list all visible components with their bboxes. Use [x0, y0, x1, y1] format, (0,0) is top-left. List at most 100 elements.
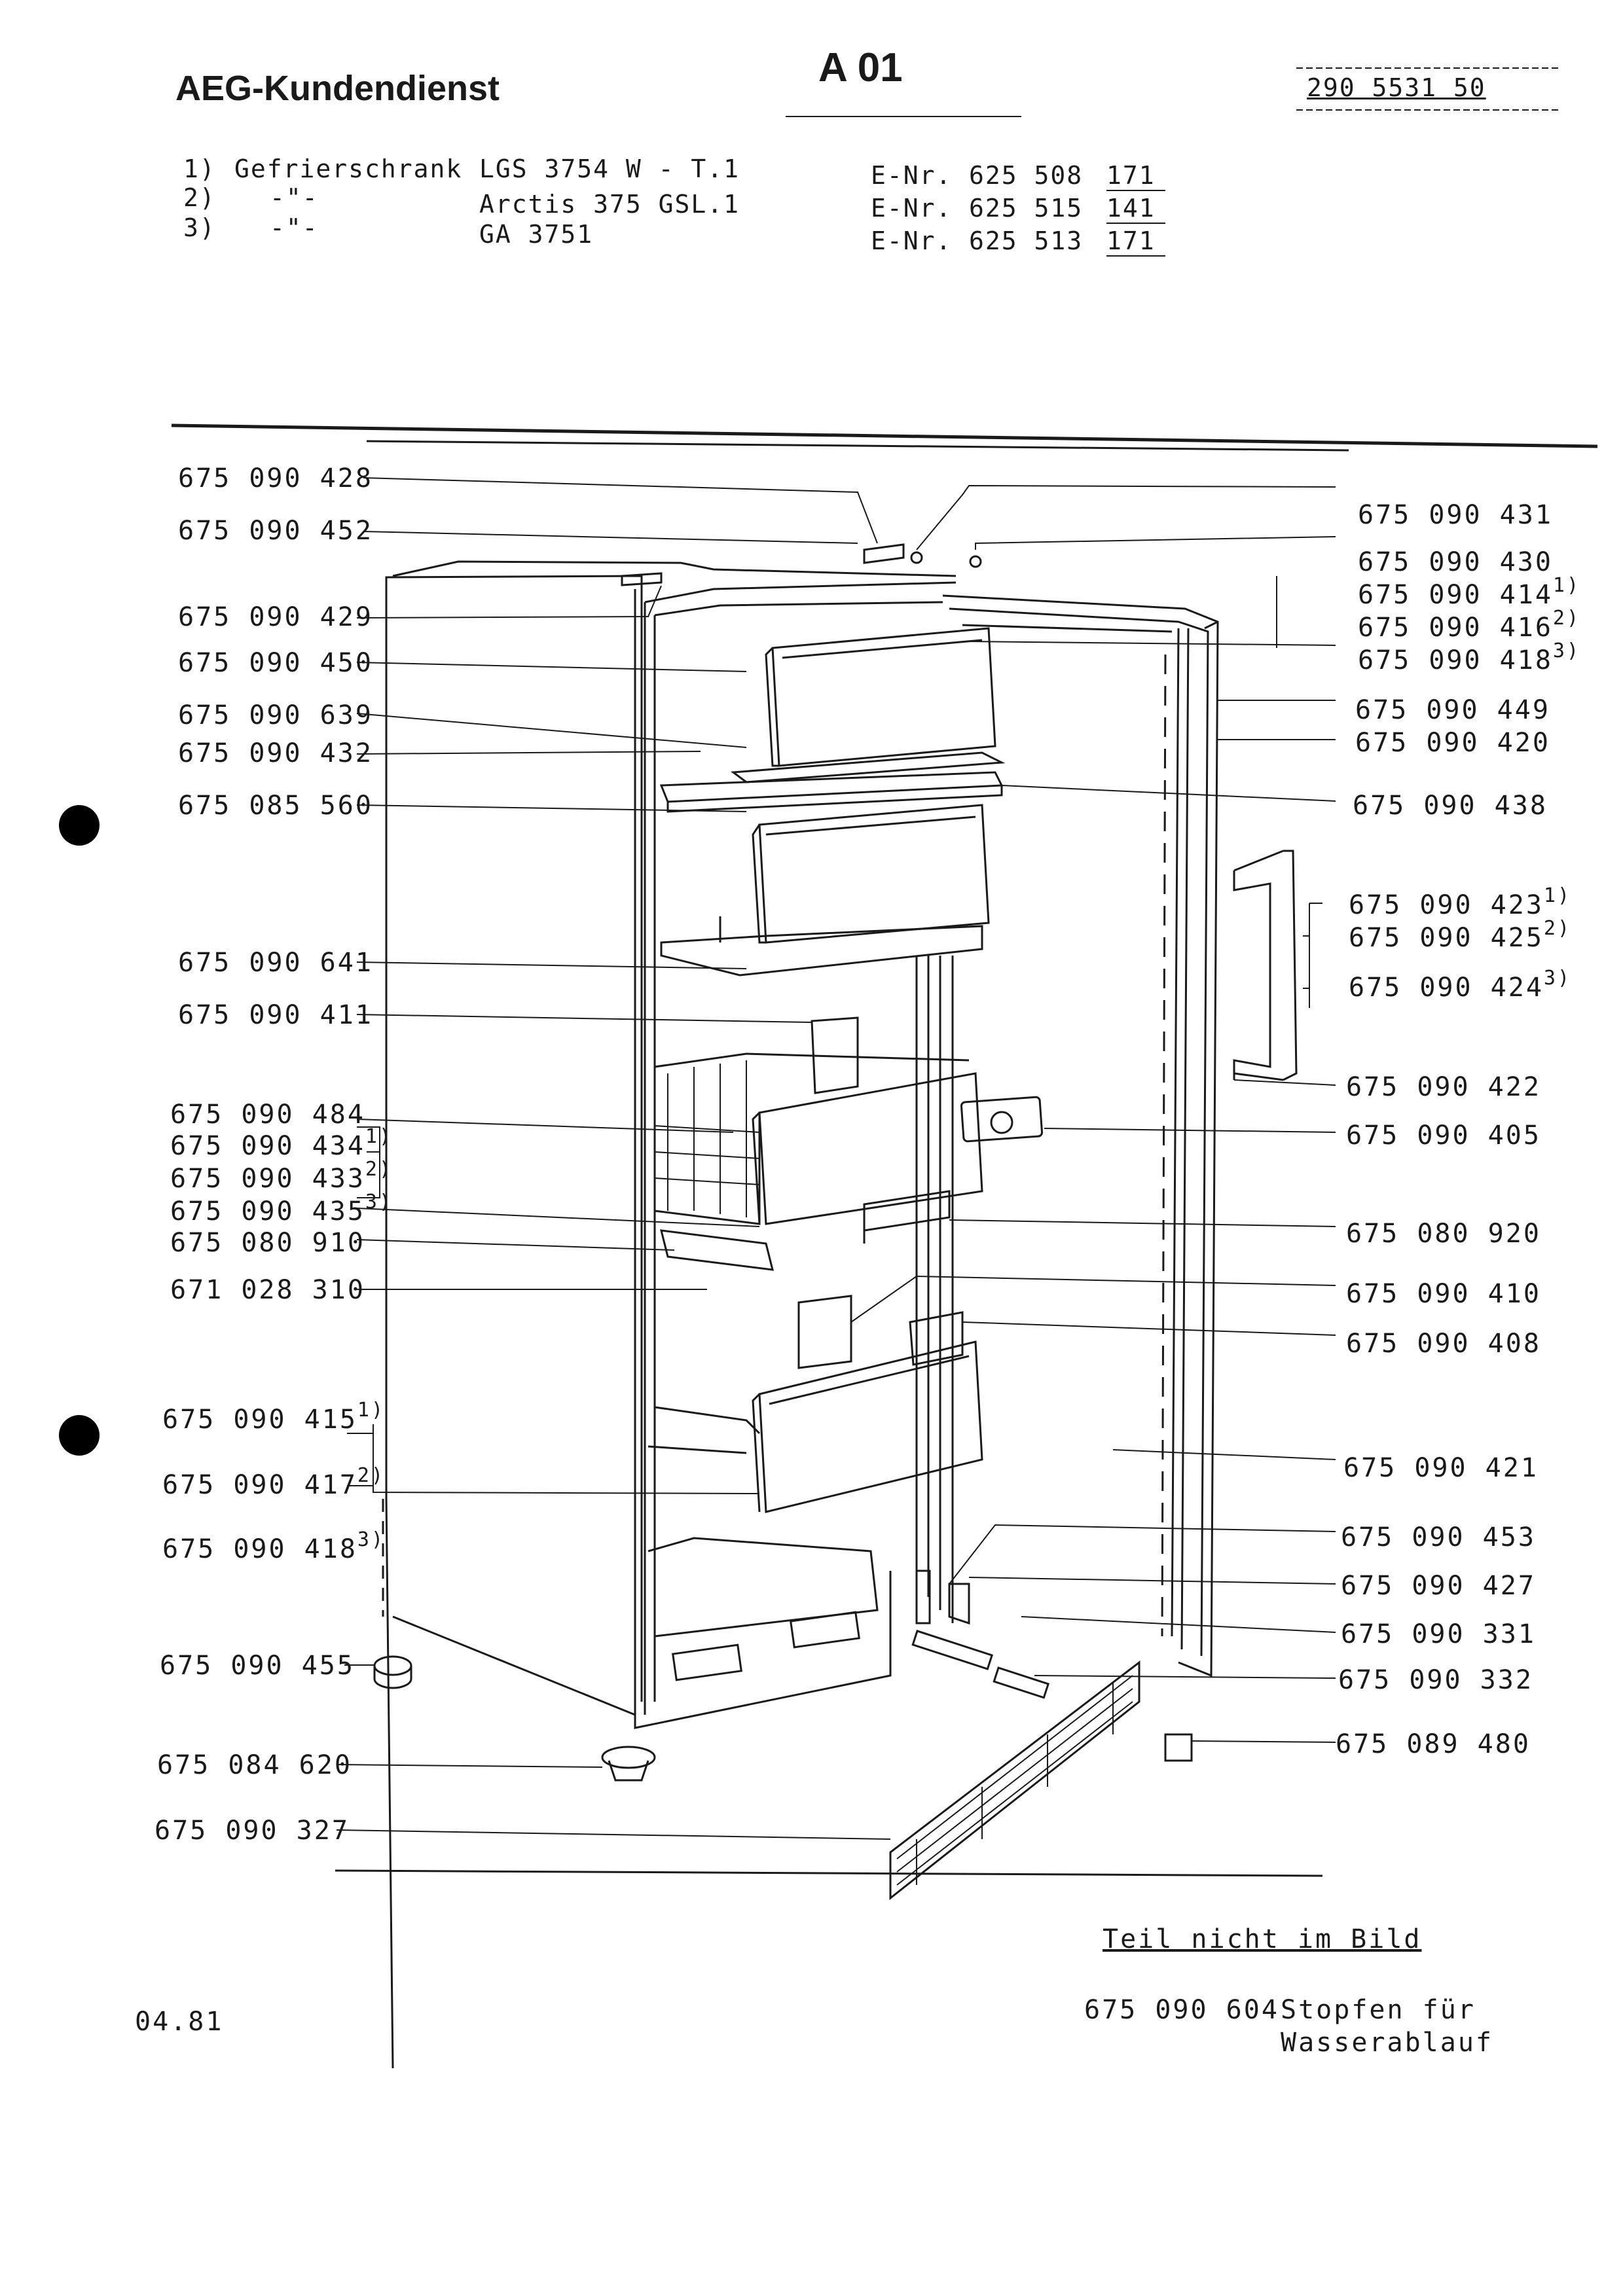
part-number-label: 675 090 411	[178, 1000, 373, 1030]
part-number: 675 090 425	[1349, 923, 1544, 953]
part-number-label: 675 090 422	[1346, 1072, 1541, 1102]
part-number: 675 089 480	[1336, 1729, 1531, 1759]
e-nr-label: E-Nr.	[871, 194, 953, 223]
variant-marker: 3)	[365, 1191, 393, 1213]
punch-hole-top	[59, 805, 100, 846]
part-number: 675 090 639	[178, 700, 373, 730]
part-number-label: 675 090 4231)	[1349, 884, 1571, 920]
part-number: 675 090 410	[1346, 1279, 1541, 1309]
part-number: 675 090 453	[1341, 1522, 1536, 1552]
part-number-label: 675 080 920	[1346, 1219, 1541, 1249]
not-pictured-description: Stopfen für	[1281, 1995, 1476, 2025]
part-number: 675 090 427	[1341, 1571, 1536, 1601]
part-number-label: 675 090 428	[178, 463, 373, 493]
part-number-label: 675 090 429	[178, 602, 373, 632]
model-name: GA 3751	[479, 220, 594, 249]
variant-marker: 1)	[365, 1125, 393, 1148]
part-number-label: 675 080 910	[170, 1228, 365, 1258]
part-number-label: 675 090 332	[1338, 1665, 1533, 1695]
part-number: 675 090 411	[178, 1000, 373, 1030]
part-number-label: 675 090 4151)	[162, 1399, 385, 1435]
part-number: 675 090 416	[1358, 613, 1553, 643]
part-number: 675 090 415	[162, 1405, 357, 1435]
part-number-label: 675 089 480	[1336, 1729, 1531, 1759]
variant-marker: 3)	[1552, 639, 1581, 662]
e-nr-suffix: 141	[1106, 194, 1156, 223]
part-number-label: 675 090 452	[178, 516, 373, 546]
part-number: 675 090 428	[178, 463, 373, 493]
part-number: 675 090 433	[170, 1164, 365, 1194]
part-number-label: 675 090 4162)	[1358, 607, 1580, 643]
part-number: 675 090 450	[178, 648, 373, 678]
e-nr-value: 625 513	[969, 226, 1084, 255]
part-number: 671 028 310	[170, 1275, 365, 1305]
part-number: 675 090 430	[1358, 547, 1553, 577]
model-type: -"-	[270, 183, 319, 212]
part-number: 675 090 405	[1346, 1121, 1541, 1151]
e-nr-suffix: 171	[1106, 226, 1156, 255]
revision-date: 04.81	[135, 2007, 224, 2037]
model-index: 3)	[183, 213, 216, 242]
part-number-label: 675 090 410	[1346, 1279, 1541, 1309]
variant-marker: 1)	[1552, 574, 1581, 597]
part-number: 675 090 484	[170, 1100, 365, 1130]
company-title: AEG-Kundendienst	[175, 69, 500, 108]
part-number-label: 675 090 431	[1358, 500, 1553, 530]
part-number: 675 090 422	[1346, 1072, 1541, 1102]
model-type: -"-	[270, 213, 319, 242]
part-number-label: 675 090 421	[1343, 1453, 1539, 1483]
part-number-label: 675 090 432	[178, 738, 373, 768]
variant-marker: 2)	[1552, 607, 1581, 630]
part-number: 675 090 421	[1343, 1453, 1539, 1483]
part-number-label: 675 090 4243)	[1349, 967, 1571, 1003]
e-nr-suffix: 171	[1106, 161, 1156, 190]
model-index: 1)	[183, 154, 216, 183]
not-pictured-part-number: 675 090 604	[1084, 1995, 1279, 2025]
part-number: 675 090 327	[155, 1816, 350, 1846]
part-number-label: 675 090 438	[1353, 791, 1548, 821]
variant-marker: 2)	[357, 1464, 386, 1487]
variant-marker: 2)	[365, 1158, 393, 1181]
part-number-label: 675 090 4353)	[170, 1191, 393, 1227]
punch-hole-bottom	[59, 1415, 100, 1456]
part-number: 675 090 331	[1341, 1619, 1536, 1649]
part-number: 675 090 432	[178, 738, 373, 768]
part-number-label: 675 090 641	[178, 948, 373, 978]
part-number-label: 675 090 450	[178, 648, 373, 678]
part-number: 675 090 449	[1355, 695, 1550, 725]
part-number: 675 090 418	[1358, 645, 1553, 675]
page-code: A 01	[818, 45, 903, 90]
part-number: 675 090 435	[170, 1196, 365, 1227]
model-type: Gefrierschrank	[234, 154, 463, 183]
part-number: 675 085 560	[178, 791, 373, 821]
part-number-label: 675 090 430	[1358, 547, 1553, 577]
model-index: 2)	[183, 183, 216, 212]
part-number: 675 090 423	[1349, 890, 1544, 920]
doc-number: 290 5531 50	[1307, 73, 1486, 102]
part-number: 675 090 420	[1355, 728, 1550, 758]
variant-marker: 1)	[357, 1399, 386, 1422]
part-number: 675 090 418	[162, 1534, 357, 1564]
part-number: 675 090 641	[178, 948, 373, 978]
part-number-label: 675 090 327	[155, 1816, 350, 1846]
e-nr-value: 625 515	[969, 194, 1084, 223]
part-number-label: 675 090 4172)	[162, 1464, 385, 1500]
part-number: 675 090 452	[178, 516, 373, 546]
part-number: 675 090 417	[162, 1470, 357, 1500]
not-pictured-description-cont: Wasserablauf	[1281, 2028, 1493, 2058]
part-number: 675 090 332	[1338, 1665, 1533, 1695]
part-number-label: 675 090 405	[1346, 1121, 1541, 1151]
part-number: 675 090 424	[1349, 973, 1544, 1003]
e-nr-value: 625 508	[969, 161, 1084, 190]
part-number-label: 675 090 4183)	[1358, 639, 1580, 675]
part-number-label: 675 090 420	[1355, 728, 1550, 758]
e-nr-label: E-Nr.	[871, 161, 953, 190]
variant-marker: 3)	[1543, 967, 1572, 990]
part-number: 675 080 910	[170, 1228, 365, 1258]
part-number-label: 675 085 560	[178, 791, 373, 821]
part-number-label: 675 090 427	[1341, 1571, 1536, 1601]
part-number: 675 090 414	[1358, 580, 1553, 610]
model-name: Arctis 375 GSL.1	[479, 190, 740, 219]
part-number-label: 675 090 331	[1341, 1619, 1536, 1649]
